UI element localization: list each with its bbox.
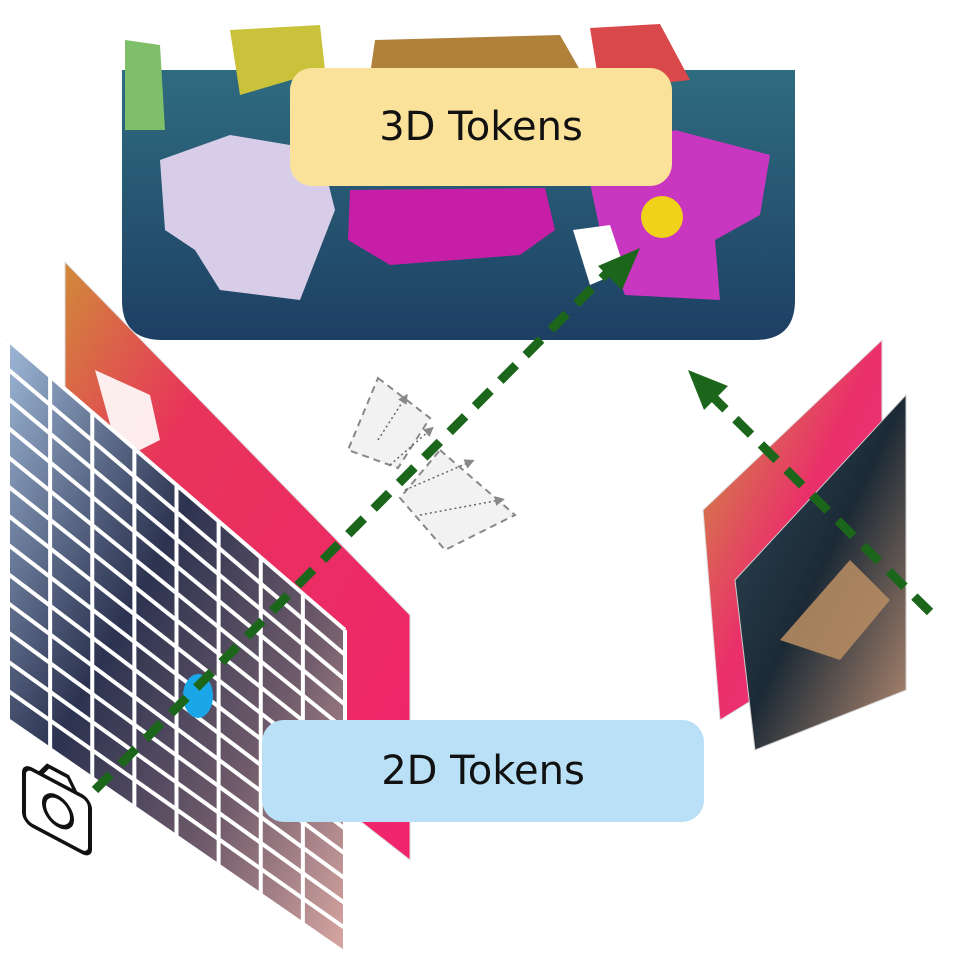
grid-line-horizontal	[6, 455, 347, 731]
ray-right-camera-to-3d-point	[702, 386, 934, 616]
perspective-arrows-icon	[346, 376, 517, 552]
label-2d-tokens: 2D Tokens	[381, 748, 585, 794]
scene-3d-table	[348, 188, 555, 265]
ray-right-arrowhead	[688, 370, 728, 410]
scene-3d-back-clutter-2	[370, 35, 580, 75]
left-image-patch-grid	[6, 338, 347, 953]
label-2d-tokens-bg	[262, 720, 704, 822]
grid-line-horizontal	[6, 689, 347, 930]
label-3d-tokens-bg	[290, 68, 672, 186]
ray-left-arrowhead	[598, 248, 640, 290]
point-2d-marker	[183, 674, 213, 718]
scene-3d-chair-left	[160, 135, 335, 300]
ray-left-camera-to-3d-point	[91, 264, 616, 794]
point-3d-marker	[641, 196, 683, 238]
scene-3d-back-clutter	[230, 25, 325, 95]
grid-line-horizontal	[6, 396, 347, 682]
grid-line-horizontal	[6, 338, 347, 632]
grid-line-horizontal	[6, 718, 347, 953]
grid-line-horizontal	[6, 659, 347, 905]
camera-icon	[22, 763, 92, 856]
label-3d-tokens: 3D Tokens	[379, 104, 583, 150]
grid-line-horizontal	[6, 484, 347, 756]
grid-line-horizontal	[6, 367, 347, 657]
grid-line-horizontal	[6, 630, 347, 881]
right-image-frame	[734, 393, 907, 751]
scene-3d-back-clutter-4	[125, 40, 165, 130]
grid-line-horizontal	[6, 426, 347, 707]
